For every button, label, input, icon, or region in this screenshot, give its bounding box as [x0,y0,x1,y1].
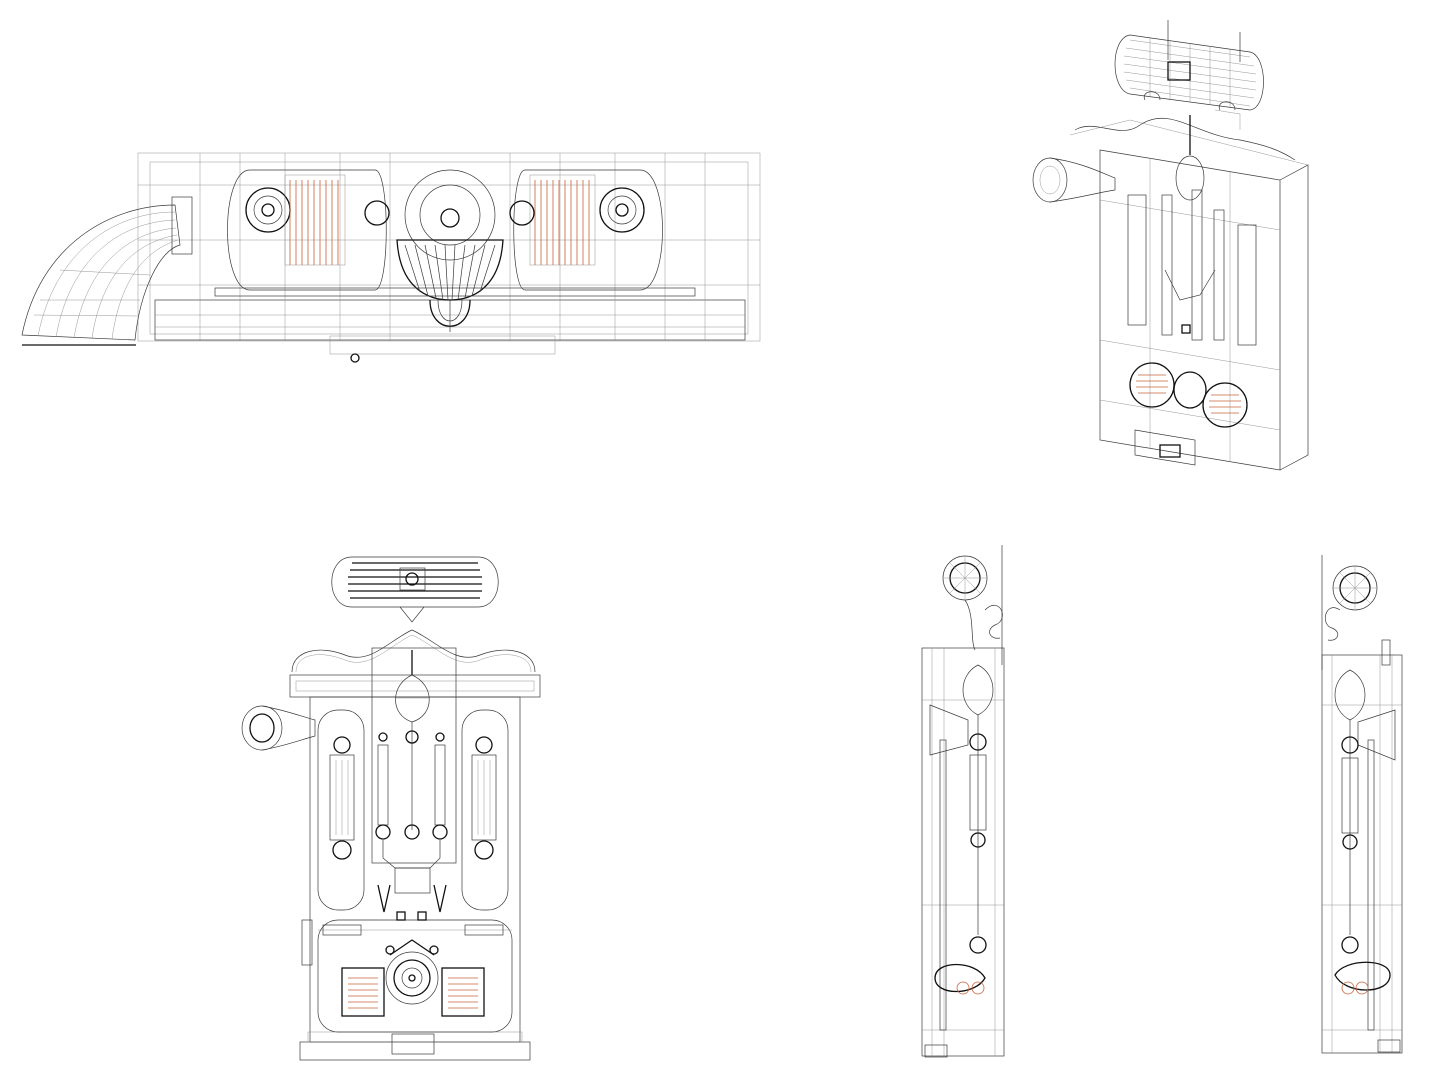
front-horn [241,705,316,751]
top-view-horn [21,196,193,346]
left-side-cabinet [921,647,1005,1057]
front-top-tank [331,556,499,623]
perspective-horn [1032,157,1116,203]
right-side-cabinet [1321,654,1403,1054]
top-view-foot-knob [350,353,360,363]
perspective-top-tank [1114,20,1264,111]
front-motors [341,939,485,1017]
front-center-flask [375,650,448,921]
front-right-gauge [464,736,504,936]
front-cabinet [289,647,541,1061]
top-view-outer-frame [137,152,761,342]
left-side-view [921,545,1005,1058]
right-side-view [1321,555,1403,1054]
front-left-gauge [301,736,362,966]
top-view-left-tank [227,169,390,291]
perspective-view [1032,20,1309,471]
perspective-tubes [1127,115,1257,346]
top-view-right-tank [509,169,663,291]
top-view-center-bowl [396,169,504,332]
front-view [241,556,541,1061]
top-view [21,152,761,363]
perspective-cabinet [1069,109,1309,471]
perspective-motors [1129,362,1248,466]
front-wavy-pipe [291,629,536,673]
front-nameplate [391,1033,435,1055]
